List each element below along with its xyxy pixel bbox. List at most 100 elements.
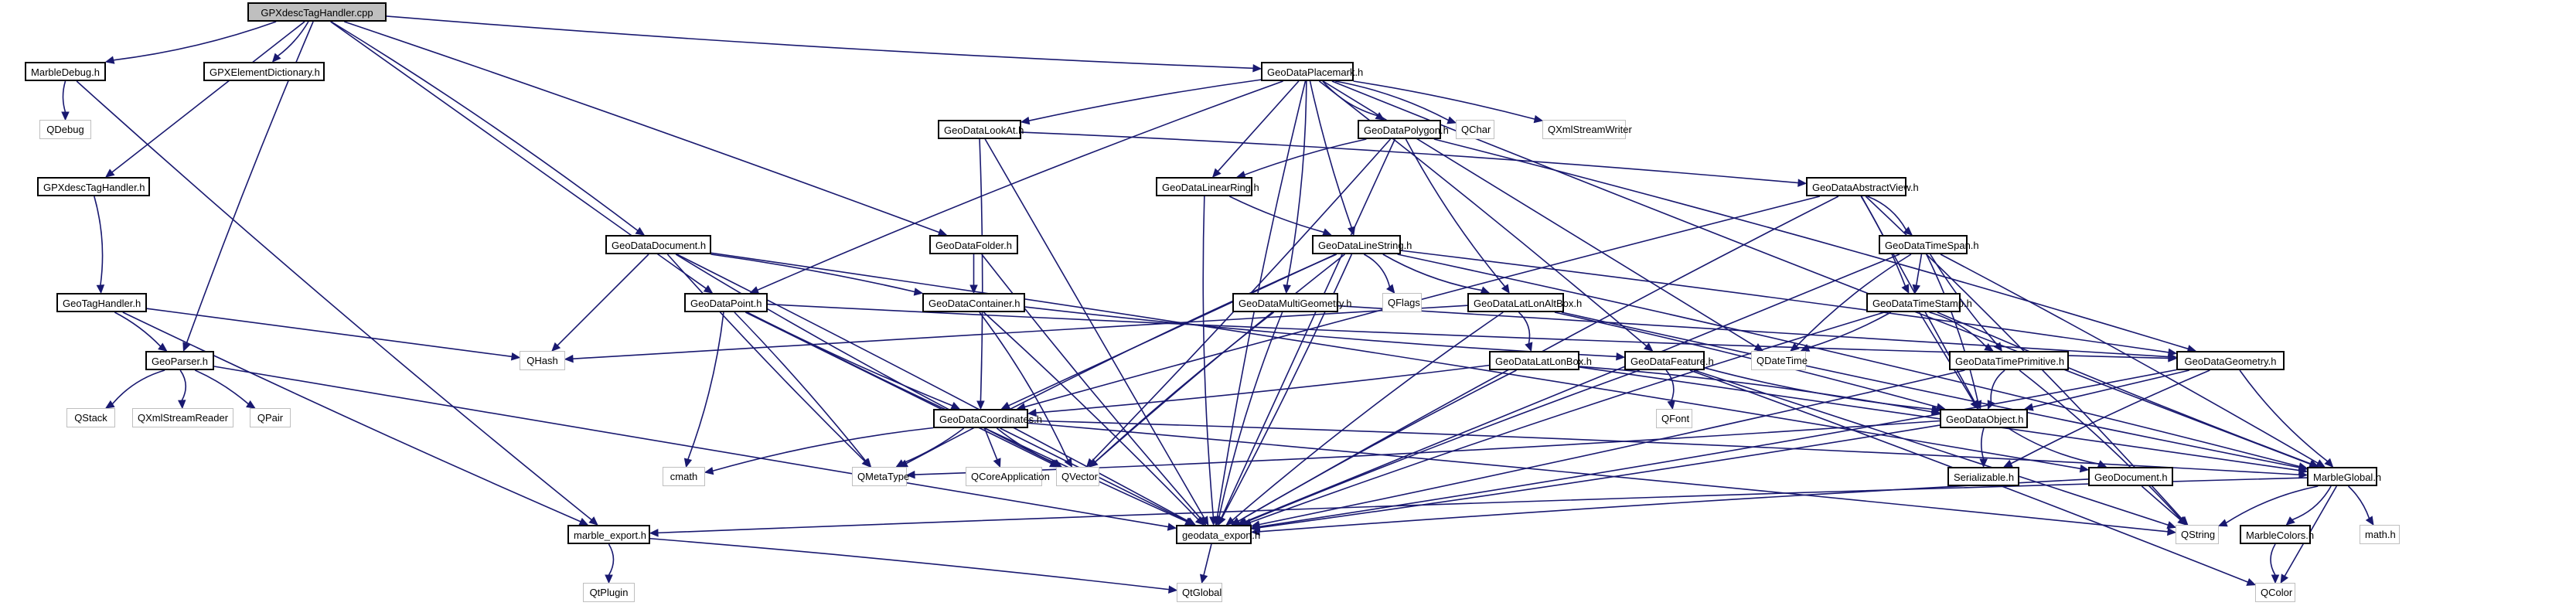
edge-GeoDataLatLonAltBox-to-geodata_export bbox=[1232, 312, 1504, 521]
node-root[interactable]: GPXdescTagHandler.cpp bbox=[247, 2, 387, 22]
node-qdebug[interactable]: QDebug bbox=[39, 120, 91, 139]
node-geo-data-placemark[interactable]: GeoDataPlacemark.h bbox=[1261, 62, 1363, 81]
node-qpair[interactable]: QPair bbox=[250, 408, 291, 427]
edge-GeoDataDocument-to-QHash bbox=[557, 254, 649, 346]
edge-MarbleDebug-to-QDebug bbox=[62, 80, 66, 113]
arrowhead-icon bbox=[683, 458, 693, 468]
node-geo-tag-handler[interactable]: GeoTagHandler.h bbox=[56, 293, 147, 312]
edge-MarbleGlobal-to-MarbleColors bbox=[2291, 485, 2332, 521]
arrowhead-icon bbox=[2177, 516, 2187, 526]
node-marble-global[interactable]: MarbleGlobal.h bbox=[2307, 467, 2381, 486]
edge-GeoDataMultiGeometry-to-geodata_export bbox=[1218, 312, 1283, 518]
edge-GeoDataLatLonBox-to-MarbleGlobal bbox=[1579, 366, 2300, 472]
node-marble-colors[interactable]: MarbleColors.h bbox=[2240, 525, 2314, 544]
node-serializable[interactable]: Serializable.h bbox=[1947, 467, 2019, 486]
arrowhead-icon bbox=[704, 466, 714, 475]
node-qstack[interactable]: QStack bbox=[66, 408, 115, 427]
node-geodata_export[interactable]: geodata_export.h bbox=[1176, 525, 1260, 544]
node-geo-data-time-stamp[interactable]: GeoDataTimeStamp.h bbox=[1866, 293, 1972, 312]
arrowhead-icon bbox=[1525, 342, 1533, 352]
node-geo-data-look-at[interactable]: GeoDataLookAt.h bbox=[938, 120, 1024, 139]
node-geo-data-feature[interactable]: GeoDataFeature.h bbox=[1624, 351, 1714, 370]
arrowhead-icon bbox=[61, 111, 70, 121]
node-geo-data-geometry[interactable]: GeoDataGeometry.h bbox=[2176, 351, 2285, 370]
edge-GeoDataDocument-to-QMetaType bbox=[666, 254, 866, 462]
node-qdate-time[interactable]: QDateTime bbox=[1751, 351, 1808, 370]
node-qchar[interactable]: QChar bbox=[1456, 120, 1494, 139]
edge-GeoDataCoordinates-to-MarbleGlobal bbox=[1027, 420, 2300, 475]
node-geo-data-linear-ring[interactable]: GeoDataLinearRing.h bbox=[1156, 177, 1259, 196]
node-qvector[interactable]: QVector bbox=[1056, 467, 1099, 486]
edge-GeoDataLatLonAltBox-to-QHash bbox=[572, 305, 1468, 359]
node-geo-data-abstract-view[interactable]: GeoDataAbstractView.h bbox=[1806, 177, 1919, 196]
node-gpxelement-dictionary[interactable]: GPXElementDictionary.h bbox=[203, 62, 325, 81]
node-geo-data-object[interactable]: GeoDataObject.h bbox=[1940, 409, 2028, 428]
node-geo-data-folder[interactable]: GeoDataFolder.h bbox=[929, 235, 1018, 254]
arrowhead-icon bbox=[635, 226, 646, 236]
edge-GeoDataTimePrimitive-to-QString bbox=[2019, 369, 2182, 520]
node-geo-data-multi-geometry[interactable]: GeoDataMultiGeometry.h bbox=[1232, 293, 1351, 312]
arrowhead-icon bbox=[905, 470, 915, 479]
node-qmeta-type[interactable]: QMetaType bbox=[852, 467, 909, 486]
arrowhead-icon bbox=[2315, 459, 2326, 468]
edge-GeoDataGeometry-to-MarbleGlobal bbox=[2239, 369, 2329, 462]
arrowhead-icon bbox=[1199, 574, 1208, 584]
arrowhead-icon bbox=[1501, 284, 1510, 294]
edge-GeoDataGeometry-to-GeoDataObject bbox=[2032, 369, 2190, 408]
node-geo-data-lat-lon-box[interactable]: GeoDataLatLonBox.h bbox=[1489, 351, 1592, 370]
edge-GeoDataLineString-to-QFlags bbox=[1363, 254, 1391, 288]
node-geo-data-time-primitive[interactable]: GeoDataTimePrimitive.h bbox=[1949, 351, 2069, 370]
node-marble_export[interactable]: marble_export.h bbox=[567, 525, 650, 544]
arrowhead-icon bbox=[1052, 459, 1063, 468]
node-geo-data-line-string[interactable]: GeoDataLineString.h bbox=[1312, 235, 1412, 254]
node-geo-data-time-span[interactable]: GeoDataTimeSpan.h bbox=[1879, 235, 1979, 254]
node-cmath[interactable]: cmath bbox=[663, 467, 705, 486]
edge-GeoDataLatLonAltBox-to-MarbleGlobal bbox=[1561, 312, 2300, 468]
arrowhead-icon bbox=[551, 342, 561, 352]
edge-root-to-MarbleDebug bbox=[113, 21, 277, 61]
edge-GeoDataPlacemark-to-QXmlStreamWriter bbox=[1353, 80, 1535, 120]
node-qcore-application[interactable]: QCoreApplication bbox=[966, 467, 1050, 486]
edge-GeoParser-to-QPair bbox=[194, 369, 249, 405]
arrowhead-icon bbox=[2023, 403, 2034, 411]
edge-GeoDataAbstractView-to-GeoDataTimeSpan bbox=[1867, 196, 1907, 230]
node-qfont[interactable]: QFont bbox=[1656, 409, 1692, 428]
arrowhead-icon bbox=[2365, 516, 2374, 526]
arrowhead-icon bbox=[104, 56, 115, 64]
node-qxml-stream-reader[interactable]: QXmlStreamReader bbox=[132, 408, 233, 427]
node-qt-global[interactable]: QtGlobal bbox=[1177, 583, 1222, 602]
node-geo-data-document[interactable]: GeoDataDocument.h bbox=[605, 235, 711, 254]
node-geo-data-lat-lon-alt-box[interactable]: GeoDataLatLonAltBox.h bbox=[1467, 293, 1582, 312]
arrowhead-icon bbox=[895, 459, 906, 468]
node-mathh[interactable]: math.h bbox=[2360, 525, 2400, 544]
node-geo-document[interactable]: GeoDocument.h bbox=[2088, 467, 2173, 486]
edge-GeoTagHandler-to-marble_export bbox=[122, 312, 581, 523]
node-qhash[interactable]: QHash bbox=[520, 351, 565, 370]
node-geo-data-container[interactable]: GeoDataContainer.h bbox=[922, 293, 1025, 312]
node-qflags[interactable]: QFlags bbox=[1382, 293, 1422, 312]
node-gpxdesc-tag-handler-h[interactable]: GPXdescTagHandler.h bbox=[37, 177, 150, 196]
node-marble-debug[interactable]: MarbleDebug.h bbox=[25, 62, 106, 81]
arrowhead-icon bbox=[1667, 400, 1675, 410]
edge-GeoDataLookAt-to-GeoDataAbstractView bbox=[1021, 131, 1799, 184]
node-qcolor[interactable]: QColor bbox=[2255, 583, 2295, 602]
edge-MarbleGlobal-to-QString bbox=[2225, 485, 2319, 524]
node-geo-data-coordinates[interactable]: GeoDataCoordinates.h bbox=[933, 409, 1042, 428]
edge-GeoDataDocument-to-GeoDataContainer bbox=[710, 254, 915, 293]
node-qt-plugin[interactable]: QtPlugin bbox=[583, 583, 635, 602]
arrowhead-icon bbox=[1912, 284, 1921, 294]
arrowhead-icon bbox=[649, 529, 659, 537]
edge-GeoDataTimeStamp-to-GeoDataTimePrimitive bbox=[1929, 312, 1987, 348]
arrowhead-icon bbox=[578, 517, 589, 526]
edge-GeoDataMultiGeometry-to-QVector bbox=[1095, 312, 1275, 463]
edge-GeoDataPlacemark-to-MarbleGlobal bbox=[1331, 80, 2311, 465]
node-qxml-stream-writer[interactable]: QXmlStreamWriter bbox=[1542, 120, 1632, 139]
edge-GeoDataLinearRing-to-GeoDataLineString bbox=[1228, 196, 1324, 233]
edge-GeoDataTimePrimitive-to-geodata_export bbox=[1259, 369, 1965, 526]
arrowhead-icon bbox=[1211, 168, 1222, 178]
node-geo-data-polygon[interactable]: GeoDataPolygon.h bbox=[1358, 120, 1449, 139]
node-geo-parser[interactable]: GeoParser.h bbox=[145, 351, 214, 370]
node-geo-data-point[interactable]: GeoDataPoint.h bbox=[684, 293, 768, 312]
edge-MarbleGlobal-to-marble_export bbox=[657, 477, 2308, 534]
node-qstring[interactable]: QString bbox=[2176, 525, 2219, 544]
